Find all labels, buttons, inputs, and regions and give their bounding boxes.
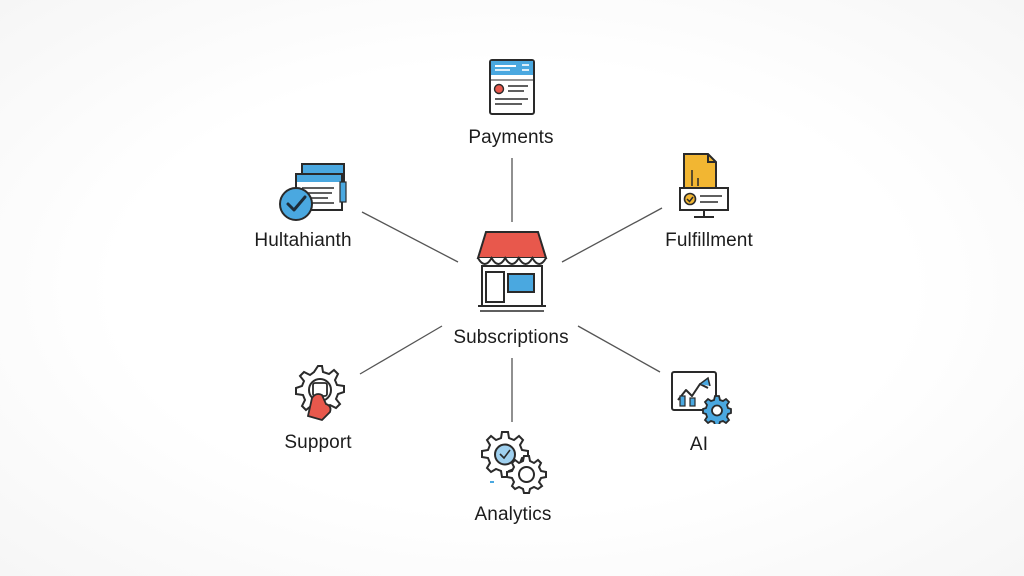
- node-label-analytics: Analytics: [474, 504, 552, 525]
- connector-ai: [577, 325, 661, 373]
- documents-check-icon: [279, 163, 347, 221]
- node-label-support: Support: [284, 432, 352, 453]
- node-label-left-top: Hultahianth: [254, 230, 352, 251]
- center-label: Subscriptions: [453, 327, 569, 348]
- connector-fulfillment: [561, 207, 663, 263]
- node-label-payments: Payments: [468, 127, 554, 148]
- gears-icon: [481, 431, 547, 494]
- node-label-fulfillment: Fulfillment: [665, 230, 753, 251]
- gear-hand-icon: [295, 365, 345, 422]
- chart-gear-icon: [671, 371, 732, 424]
- connector-left-top: [361, 211, 459, 263]
- node-label-ai: AI: [689, 434, 709, 455]
- invoice-icon: [489, 59, 535, 115]
- document-monitor-icon: [679, 153, 729, 218]
- storefront-icon: [476, 231, 548, 312]
- connector-support: [359, 325, 443, 375]
